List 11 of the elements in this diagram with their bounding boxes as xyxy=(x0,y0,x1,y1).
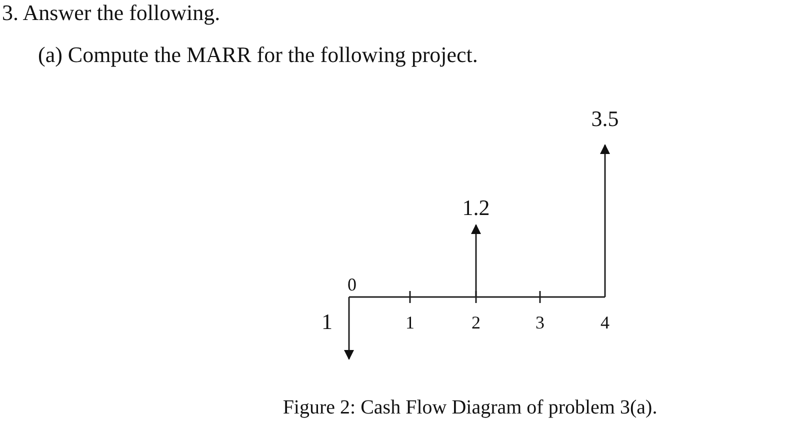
cash-flow-value: 1.2 xyxy=(462,195,490,221)
period-number: 3 xyxy=(536,312,544,334)
period-number: 0 xyxy=(348,274,356,296)
period-number: 2 xyxy=(472,312,480,334)
cash-flow-value: 1 xyxy=(322,309,332,335)
question-heading: 3. Answer the following. xyxy=(2,0,220,26)
cash-flow-value: 3.5 xyxy=(591,106,619,132)
period-number: 1 xyxy=(406,312,414,334)
figure-caption: Figure 2: Cash Flow Diagram of problem 3(a). xyxy=(282,396,658,420)
period-number: 4 xyxy=(600,312,610,334)
question-text: (a) Compute the MARR for the following project. xyxy=(38,42,478,68)
